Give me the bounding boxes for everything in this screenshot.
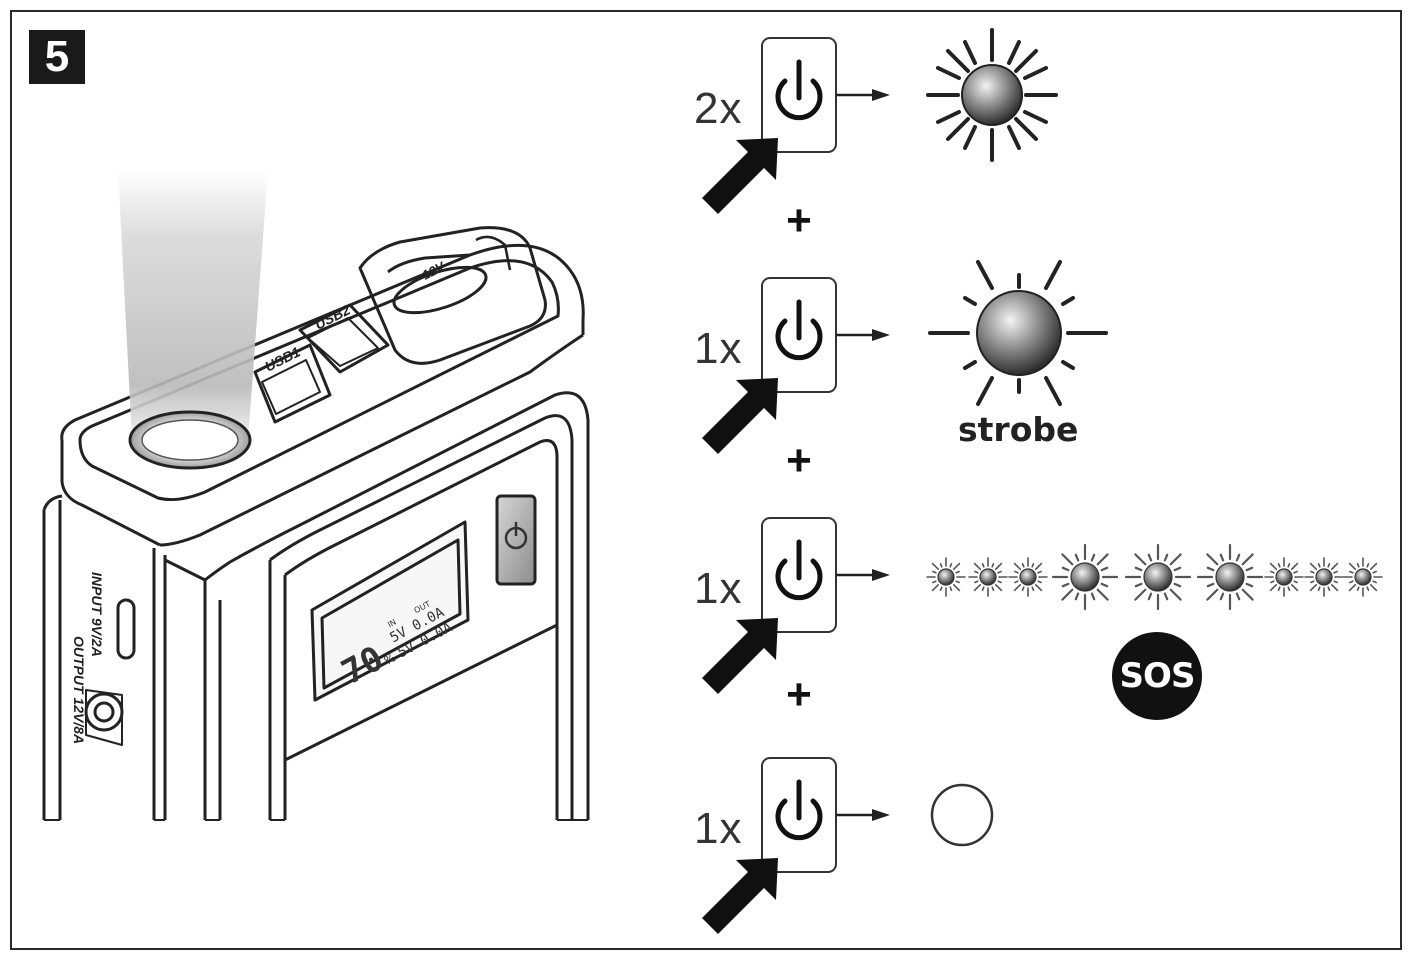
power-icon — [775, 558, 823, 601]
power-bank-device-illustration — [42, 226, 590, 821]
press-pointer-arrow-icon — [702, 138, 778, 214]
plus-separator-3: + — [786, 670, 812, 719]
sos-long-flash-icon-6 — [1196, 543, 1264, 611]
sos-long-flash-icon-5 — [1124, 543, 1192, 611]
power-icon — [775, 798, 823, 841]
result-arrow-icon — [872, 569, 890, 581]
press-pointer-arrow-icon — [702, 378, 778, 454]
result-arrow-icon — [872, 89, 890, 101]
sos-short-flash-icon-3 — [1008, 557, 1048, 597]
power-icon — [775, 78, 823, 121]
strobe-label: strobe — [958, 410, 1079, 449]
step-row-3 — [702, 517, 890, 694]
press-pointer-arrow-icon — [702, 858, 778, 934]
plus-separator-1: + — [786, 196, 812, 245]
press-pointer-arrow-icon — [702, 618, 778, 694]
mode-sos-icon — [926, 543, 1383, 611]
result-arrow-icon — [872, 329, 890, 341]
power-icon — [775, 318, 823, 361]
mode-off-icon — [930, 783, 994, 847]
step-row-4 — [702, 757, 890, 934]
step-row-2 — [702, 277, 890, 454]
step-row-1 — [702, 37, 890, 214]
flashlight-beam — [118, 170, 268, 470]
press-count-row-4: 1x — [694, 804, 743, 853]
step-number-badge: 5 — [29, 30, 85, 84]
port-usb1-label: USB1 — [262, 343, 303, 374]
press-count-row-2: 1x — [694, 324, 743, 373]
sos-long-flash-icon-4 — [1051, 543, 1119, 611]
display-in-label: IN — [386, 618, 398, 630]
sos-short-flash-icon-2 — [968, 557, 1008, 597]
sos-short-flash-icon-1 — [926, 557, 966, 597]
port-usb2-label: USB2 — [312, 301, 353, 332]
output-rating-label: OUTPUT 12V/8A — [71, 636, 87, 744]
sos-short-flash-icon-9 — [1343, 557, 1383, 597]
sos-short-flash-icon-7 — [1264, 557, 1304, 597]
plus-separator-2: + — [786, 436, 812, 485]
mode-bright-light-icon — [926, 28, 1058, 162]
sos-badge: SOS — [1112, 632, 1202, 720]
diagram-frame — [10, 10, 1402, 950]
press-count-row-3: 1x — [694, 564, 743, 613]
mode-strobe-icon — [928, 260, 1108, 406]
press-count-row-1: 2x — [694, 84, 743, 133]
power-button-sequence — [702, 37, 890, 934]
sos-short-flash-icon-8 — [1304, 557, 1344, 597]
result-arrow-icon — [872, 809, 890, 821]
input-rating-label: INPUT 9V/2A — [89, 572, 105, 657]
